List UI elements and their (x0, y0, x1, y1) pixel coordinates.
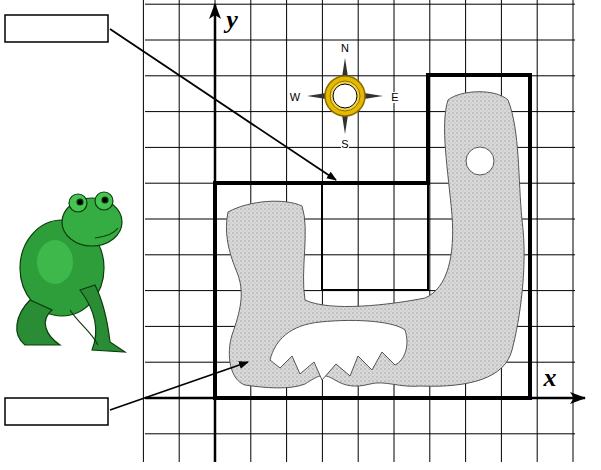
blank-label-box (5, 15, 108, 42)
leader-line (110, 29, 336, 180)
grid-line (145, 40, 575, 41)
grid-line (537, 0, 538, 462)
compass-letter: W (290, 92, 300, 103)
compass-rose (307, 58, 383, 134)
notch-outline (322, 183, 428, 290)
grid-line (145, 4, 575, 5)
island (466, 147, 494, 175)
property-outline (215, 75, 530, 398)
grid-line (145, 433, 575, 434)
grid-line (358, 0, 359, 462)
grid-line (179, 0, 180, 462)
compass-letter: E (391, 92, 398, 103)
pond-inlet (270, 320, 407, 380)
grid-line (215, 0, 216, 462)
grid-line (394, 0, 395, 462)
y-axis (214, 4, 217, 462)
grid-line (429, 0, 430, 462)
frog-picture (17, 192, 125, 352)
grid (143, 0, 575, 462)
axis-label: y (226, 7, 238, 33)
compass-letter: N (341, 43, 349, 54)
leader-line (110, 362, 248, 410)
grid-line (573, 0, 574, 462)
grid-line (143, 0, 144, 462)
axis-label: x (544, 365, 557, 391)
compass-letter: S (341, 139, 348, 150)
blank-label-box (5, 398, 108, 425)
x-axis (145, 397, 585, 400)
